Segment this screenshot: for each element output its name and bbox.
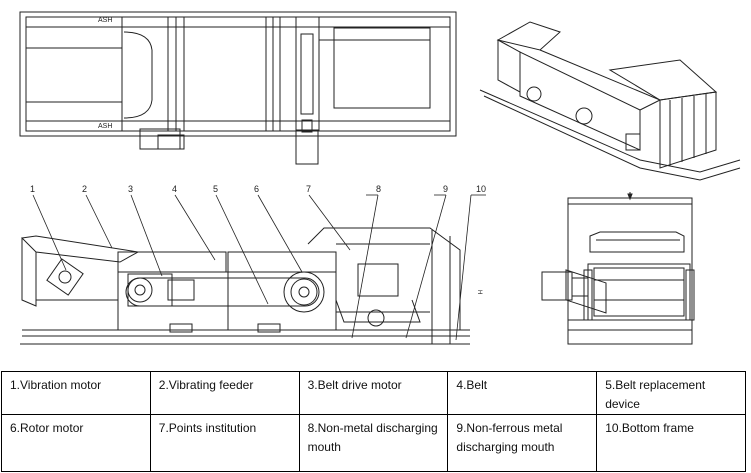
- callout-6: 6: [254, 184, 259, 194]
- svg-text:ASH: ASH: [98, 17, 112, 24]
- legend-cell: 7.Points institution: [149, 414, 300, 472]
- legend-cell: 4.Belt: [447, 371, 598, 415]
- legend-cell: 5.Belt replacement device: [596, 371, 746, 415]
- svg-text:H: H: [476, 290, 482, 294]
- leader-lines: [32, 194, 486, 341]
- callout-labels: 1 2 3 4 5 6 7 8 9 10: [30, 184, 486, 194]
- legend-cell: 9.Non-ferrous metal discharging mouth: [447, 414, 598, 472]
- top-view: ASH ASH: [19, 11, 457, 165]
- legend-cell: 2.Vibrating feeder: [149, 371, 300, 415]
- legend-row: 6.Rotor motor 7.Points institution 8.Non…: [1, 414, 746, 472]
- isometric-view: [479, 21, 741, 314]
- callout-2: 2: [82, 184, 87, 194]
- legend-cell: 6.Rotor motor: [1, 414, 151, 472]
- side-view: H 1 2 3 4 5 6 7 8 9 10: [20, 184, 486, 345]
- callout-8: 8: [376, 184, 381, 194]
- callout-4: 4: [172, 184, 177, 194]
- end-view: [541, 192, 695, 345]
- legend-cell: 8.Non-metal discharging mouth: [298, 414, 449, 472]
- legend-row: 1.Vibration motor 2.Vibrating feeder 3.B…: [1, 371, 746, 415]
- legend-cell: 10.Bottom frame: [596, 414, 746, 472]
- callout-1: 1: [30, 184, 35, 194]
- parts-legend-table: 1.Vibration motor 2.Vibrating feeder 3.B…: [1, 371, 746, 472]
- eddy-current-separator-drawing: ASH ASH: [19, 11, 741, 345]
- callout-9: 9: [443, 184, 448, 194]
- legend-cell: 3.Belt drive motor: [298, 371, 449, 415]
- svg-text:ASH: ASH: [98, 123, 112, 130]
- callout-5: 5: [213, 184, 218, 194]
- legend-cell: 1.Vibration motor: [1, 371, 151, 415]
- callout-3: 3: [128, 184, 133, 194]
- callout-7: 7: [306, 184, 311, 194]
- callout-10: 10: [476, 184, 486, 194]
